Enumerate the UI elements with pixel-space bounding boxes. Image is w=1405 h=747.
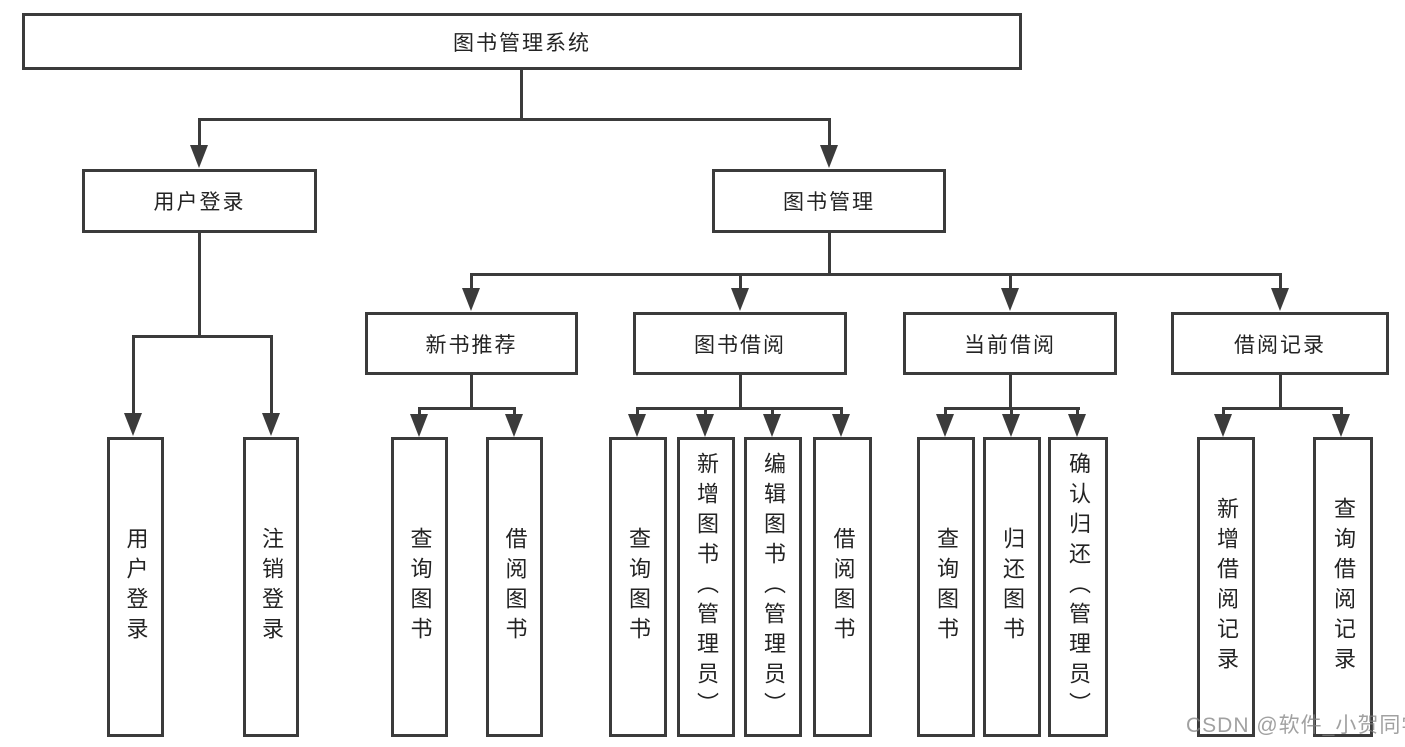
csdn-watermark: CSDN @软件_小贺同学	[1186, 714, 1405, 737]
edge-book-mgmt-connector	[470, 273, 1282, 276]
leaf-bb-edit-books-admin: 编辑图书（管理员）	[744, 437, 802, 737]
leaf-logout: 注销登录	[243, 437, 299, 737]
edge-to-br-add	[1222, 407, 1225, 417]
leaf-cb-return-books: 归还图书	[983, 437, 1041, 737]
arrowhead-to-bb-add	[696, 414, 714, 437]
arrowhead-to-bb-edit	[763, 414, 781, 437]
arrowhead-to-bb-query	[628, 414, 646, 437]
edge-root-to-user-login	[198, 118, 201, 148]
edge-user-login-stub	[198, 232, 201, 337]
node-book-management: 图书管理	[712, 169, 946, 233]
leaf-br-query-record: 查询借阅记录	[1313, 437, 1373, 737]
edge-to-borrow-records	[1279, 273, 1282, 291]
arrowhead-to-current-borrow	[1001, 288, 1019, 311]
edge-new-book-rec-stub	[470, 375, 473, 409]
edge-new-book-rec-connector	[418, 407, 516, 410]
edge-borrow-records-stub	[1279, 375, 1282, 409]
edge-to-nbr-borrow	[513, 407, 516, 417]
leaf-nbr-query-books: 查询图书	[391, 437, 448, 737]
arrowhead-to-borrow-records	[1271, 288, 1289, 311]
arrowhead-to-cb-return	[1002, 414, 1020, 437]
arrowhead-to-br-add	[1214, 414, 1232, 437]
node-user-login: 用户登录	[82, 169, 317, 233]
edge-root-connector	[198, 118, 831, 121]
arrowhead-to-nbr-borrow	[505, 414, 523, 437]
arrowhead-to-bb-borrow	[832, 414, 850, 437]
edge-to-cb-query	[944, 407, 947, 417]
edge-to-cb-confirm	[1076, 407, 1079, 417]
arrowhead-to-br-query	[1332, 414, 1350, 437]
edge-to-book-borrow	[739, 273, 742, 291]
edge-to-leaf-logout	[270, 335, 273, 415]
leaf-user-login: 用户登录	[107, 437, 164, 737]
edge-to-bb-add	[704, 407, 707, 417]
arrowhead-to-user-login	[190, 145, 208, 168]
node-book-borrowing: 图书借阅	[633, 312, 847, 375]
edge-borrow-records-connector	[1222, 407, 1343, 410]
arrowhead-to-book-mgmt	[820, 145, 838, 168]
node-root-library-system: 图书管理系统	[22, 13, 1022, 70]
edge-to-leaf-user-login	[132, 335, 135, 415]
edge-root-to-book-mgmt	[828, 118, 831, 148]
edge-current-borrow-stub	[1009, 375, 1012, 409]
leaf-nbr-borrow-books: 借阅图书	[486, 437, 543, 737]
edge-user-login-connector	[132, 335, 273, 338]
edge-root-stub	[520, 69, 523, 121]
arrowhead-to-leaf-logout	[262, 413, 280, 436]
arrowhead-to-cb-query	[936, 414, 954, 437]
edge-to-bb-borrow	[840, 407, 843, 417]
edge-to-current-borrow	[1009, 273, 1012, 291]
edge-to-br-query	[1340, 407, 1343, 417]
arrowhead-to-new-book-rec	[462, 288, 480, 311]
node-current-borrowing: 当前借阅	[903, 312, 1117, 375]
node-borrowing-records: 借阅记录	[1171, 312, 1389, 375]
arrowhead-to-book-borrow	[731, 288, 749, 311]
edge-to-cb-return	[1010, 407, 1013, 417]
leaf-br-add-record: 新增借阅记录	[1197, 437, 1255, 737]
leaf-bb-add-books-admin: 新增图书（管理员）	[677, 437, 735, 737]
edge-to-bb-edit	[771, 407, 774, 417]
edge-to-nbr-query	[418, 407, 421, 417]
arrowhead-to-nbr-query	[410, 414, 428, 437]
node-new-book-recommend: 新书推荐	[365, 312, 578, 375]
leaf-cb-confirm-return-admin: 确认归还（管理员）	[1048, 437, 1108, 737]
edge-book-borrow-stub	[739, 375, 742, 409]
arrowhead-to-cb-confirm	[1068, 414, 1086, 437]
edge-book-borrow-connector	[637, 407, 843, 410]
leaf-bb-query-books: 查询图书	[609, 437, 667, 737]
leaf-bb-borrow-books: 借阅图书	[813, 437, 872, 737]
leaf-cb-query-books: 查询图书	[917, 437, 975, 737]
arrowhead-to-leaf-user-login	[124, 413, 142, 436]
edge-to-new-book-rec	[470, 273, 473, 291]
edge-to-bb-query	[636, 407, 639, 417]
edge-book-mgmt-stub	[828, 232, 831, 275]
